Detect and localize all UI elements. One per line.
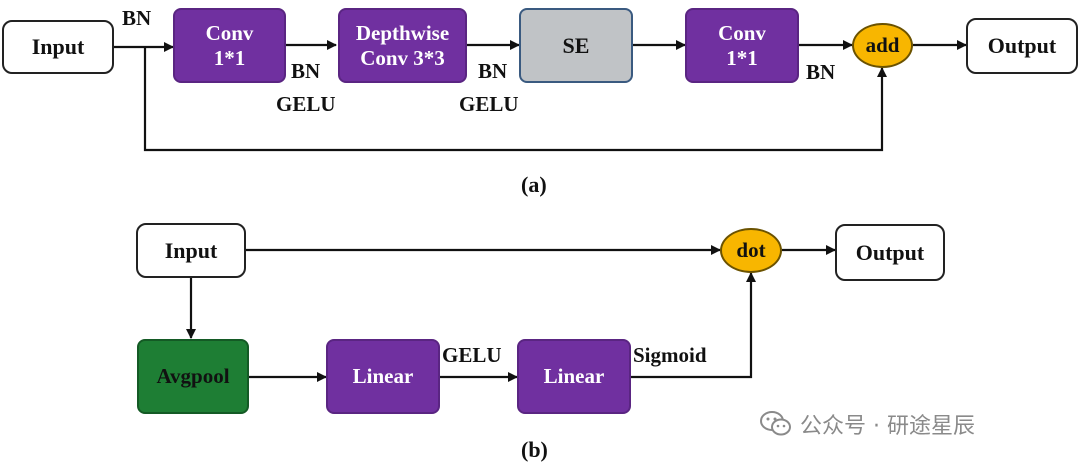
- avgpool-node: Avgpool: [137, 339, 249, 414]
- watermark-text: 公众号 · 研途星辰: [800, 414, 975, 439]
- linear1-node: Linear: [326, 339, 440, 414]
- input-node-a: Input: [2, 20, 114, 74]
- label-gelu-b: GELU: [442, 343, 502, 367]
- wechat-icon: [760, 411, 791, 436]
- caption-b: (b): [521, 437, 548, 462]
- conv2-node: Conv 1*1: [685, 8, 799, 83]
- label-bn-2: BN: [478, 59, 508, 83]
- se-node: SE: [519, 8, 633, 83]
- output-node-b: Output: [835, 224, 945, 281]
- output-node-a: Output: [966, 18, 1078, 74]
- label-bn-3: BN: [806, 60, 836, 84]
- caption-a: (a): [521, 172, 547, 197]
- label-sigmoid: Sigmoid: [633, 343, 707, 367]
- label-bn-input: BN: [122, 6, 152, 30]
- skip-connection-a: [143, 47, 887, 152]
- input-node-b: Input: [136, 223, 246, 278]
- conv1-node: Conv 1*1: [173, 8, 286, 83]
- label-bn-1: BN: [291, 59, 321, 83]
- depthwise-conv-node: Depthwise Conv 3*3: [338, 8, 467, 83]
- label-gelu-2: GELU: [459, 92, 519, 116]
- arrow-linear2-to-dot: [631, 272, 756, 379]
- label-gelu-1: GELU: [276, 92, 336, 116]
- add-node: add: [852, 23, 913, 68]
- watermark: 公众号 · 研途星辰: [760, 408, 975, 440]
- linear2-node: Linear: [517, 339, 631, 414]
- dot-node: dot: [720, 228, 782, 273]
